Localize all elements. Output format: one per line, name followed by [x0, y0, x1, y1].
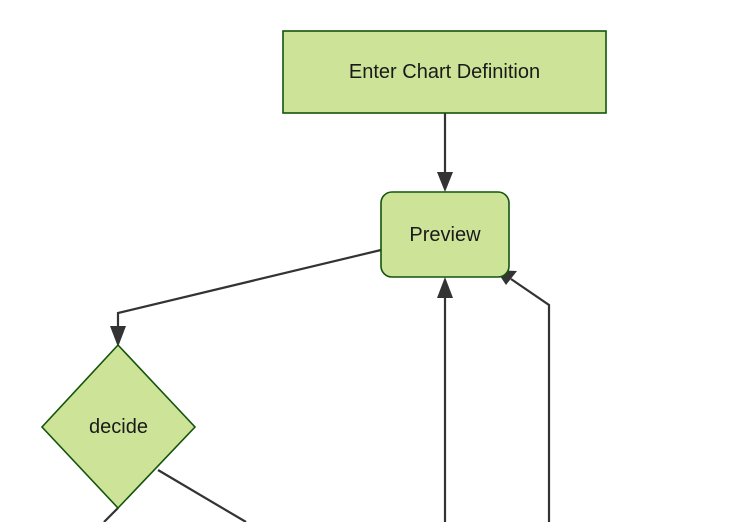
- edge-decide-out-right-line: [157, 469, 247, 522]
- node-preview[interactable]: [380, 191, 510, 278]
- edge-bottom-right-to-preview: [496, 270, 551, 522]
- edge-preview-to-decide-line: [116, 248, 382, 328]
- edge-bottom-right-to-preview-line: [510, 278, 551, 522]
- edge-bottom-center-to-preview-arrowhead: [437, 277, 453, 298]
- edge-decide-out-left-line: [103, 507, 119, 522]
- edge-preview-to-decide: [110, 248, 382, 347]
- edge-bottom-center-to-preview: [437, 277, 453, 522]
- node-decide[interactable]: [40, 343, 197, 510]
- edge-preview-to-decide-arrowhead: [110, 326, 126, 347]
- node-enter-chart-definition[interactable]: [282, 30, 607, 114]
- edge-decide-out-right: [157, 469, 247, 522]
- edge-enter-to-preview: [437, 113, 453, 192]
- edge-decide-out-left: [103, 507, 119, 522]
- edge-enter-to-preview-arrowhead: [437, 172, 453, 192]
